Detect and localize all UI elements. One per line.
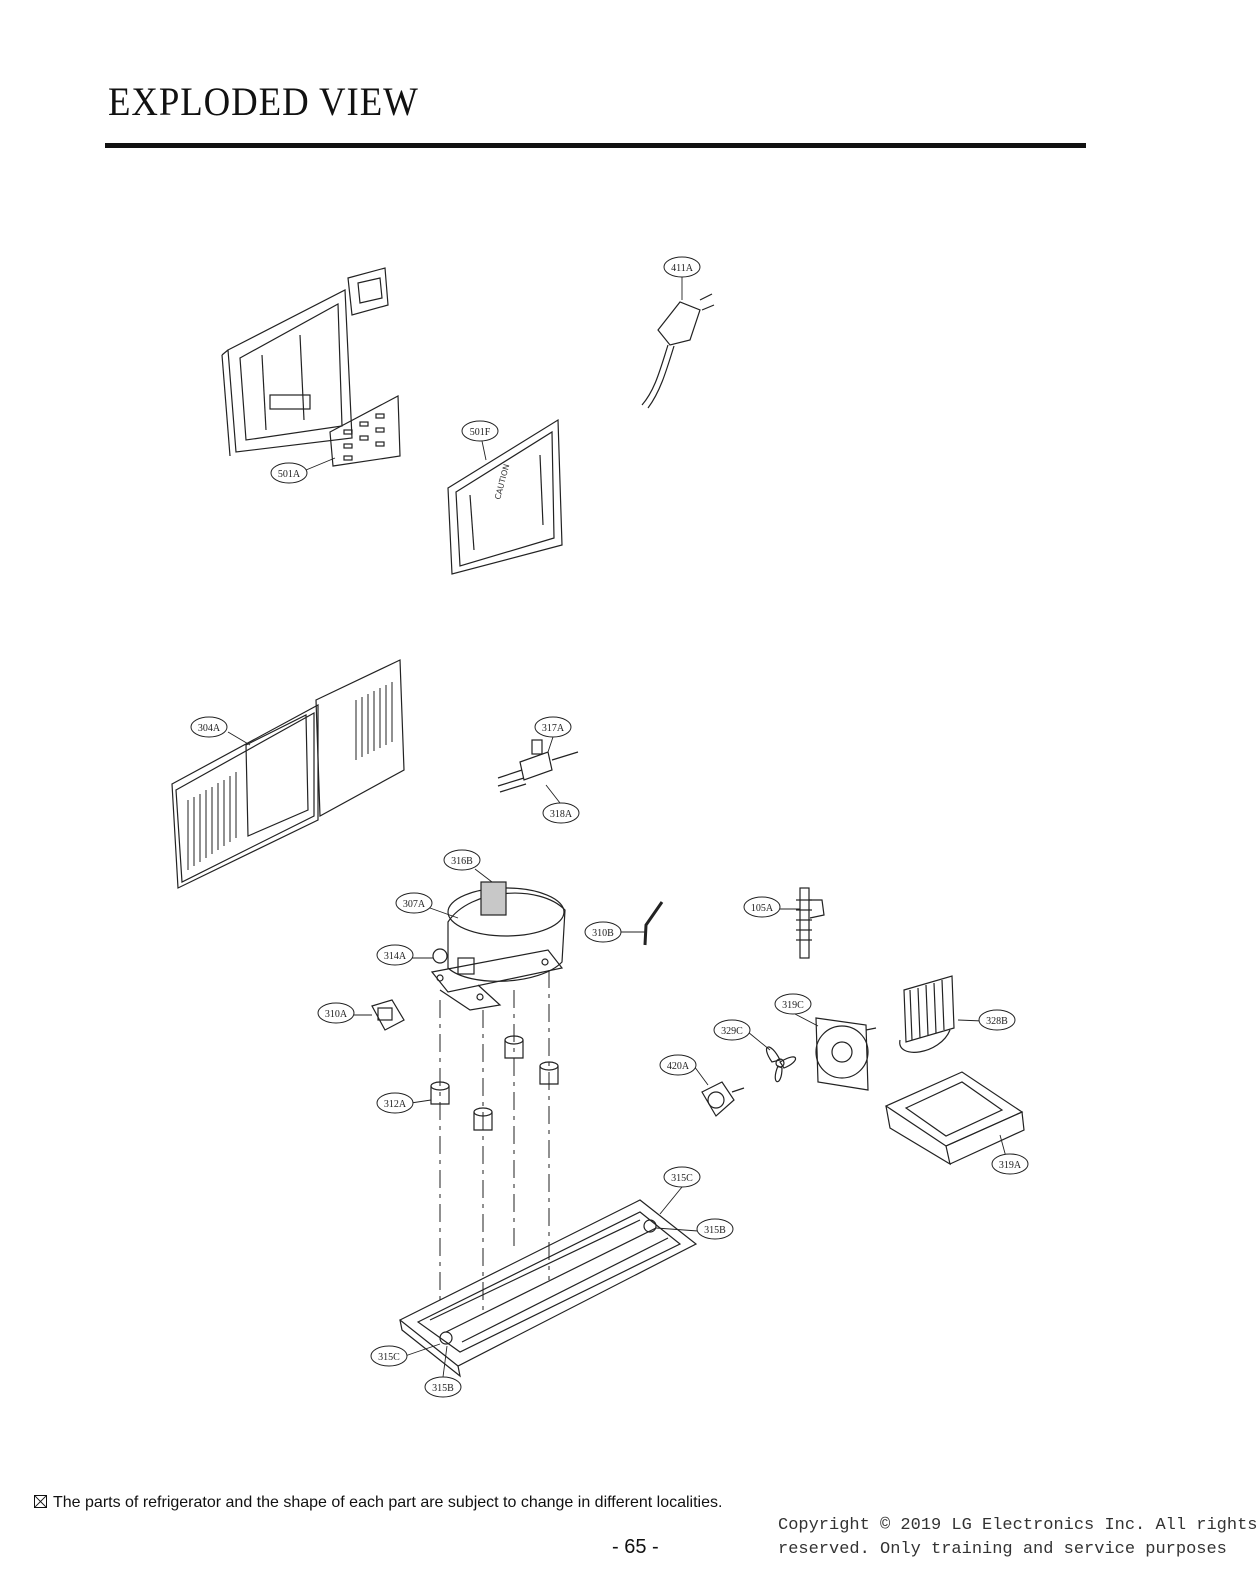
callout-314A: 314A (384, 951, 407, 962)
fan-housing-part (815, 1017, 877, 1091)
callout-310B: 310B (592, 928, 614, 939)
pcb-cover-part: CAUTION (447, 418, 563, 575)
fan-motor-part (701, 1081, 745, 1117)
grommet-part (432, 948, 448, 964)
rubber-feet-part (430, 1035, 559, 1131)
callout-315B-top: 315B (704, 1225, 726, 1236)
power-cord-part (641, 293, 715, 409)
callout-316B: 316B (451, 856, 473, 867)
exploded-view-diagram: CAUTION (171, 256, 1029, 1398)
callout-319C: 319C (782, 1000, 804, 1011)
footnote: The parts of refrigerator and the shape … (34, 1494, 722, 1512)
callout-ellipses (190, 256, 1029, 1398)
copyright: Copyright © 2019 LG Electronics Inc. All… (778, 1514, 1257, 1562)
rear-cover-part (171, 659, 405, 889)
callout-318A: 318A (550, 809, 573, 820)
alignment-lines (439, 970, 550, 1315)
copyright-line-1: Copyright © 2019 LG Electronics Inc. All… (778, 1516, 1257, 1535)
callout-315C-bottom: 315C (378, 1352, 400, 1363)
callout-420A: 420A (667, 1061, 690, 1072)
note-box-icon (34, 1495, 47, 1508)
tube-part (643, 901, 664, 946)
callout-307A: 307A (403, 899, 426, 910)
leader-lines (227, 277, 1007, 1378)
callout-105A: 105A (751, 903, 774, 914)
callout-411A: 411A (671, 263, 694, 274)
callout-501A: 501A (278, 469, 301, 480)
drain-pan-part (884, 1071, 1025, 1166)
callout-304A: 304A (198, 723, 221, 734)
callout-501F: 501F (470, 427, 491, 438)
callout-315B-bottom: 315B (432, 1383, 454, 1394)
callout-315C-top: 315C (671, 1173, 693, 1184)
callout-310A: 310A (325, 1009, 348, 1020)
callout-329C: 329C (721, 1026, 743, 1037)
fan-blade-part (766, 1046, 797, 1083)
condenser-part (899, 975, 955, 1053)
callout-328B: 328B (986, 1016, 1008, 1027)
compressor-label-part (480, 881, 507, 916)
callout-319A: 319A (999, 1160, 1022, 1171)
callout-312A: 312A (384, 1099, 407, 1110)
base-plate-part (398, 1199, 698, 1378)
svg-text:CAUTION: CAUTION (493, 463, 511, 501)
relay-part (497, 739, 579, 793)
footnote-text: The parts of refrigerator and the shape … (53, 1494, 723, 1511)
overload-protector-part (371, 999, 405, 1031)
page-title: EXPLODED VIEW (108, 79, 419, 124)
display-pcb-part (329, 395, 401, 467)
drain-tube-part (796, 887, 825, 959)
title-rule (105, 143, 1086, 148)
callout-317A: 317A (542, 723, 565, 734)
control-housing-part (221, 267, 389, 457)
copyright-line-2: reserved. Only training and service purp… (778, 1540, 1227, 1559)
page-number: - 65 - (612, 1536, 659, 1558)
